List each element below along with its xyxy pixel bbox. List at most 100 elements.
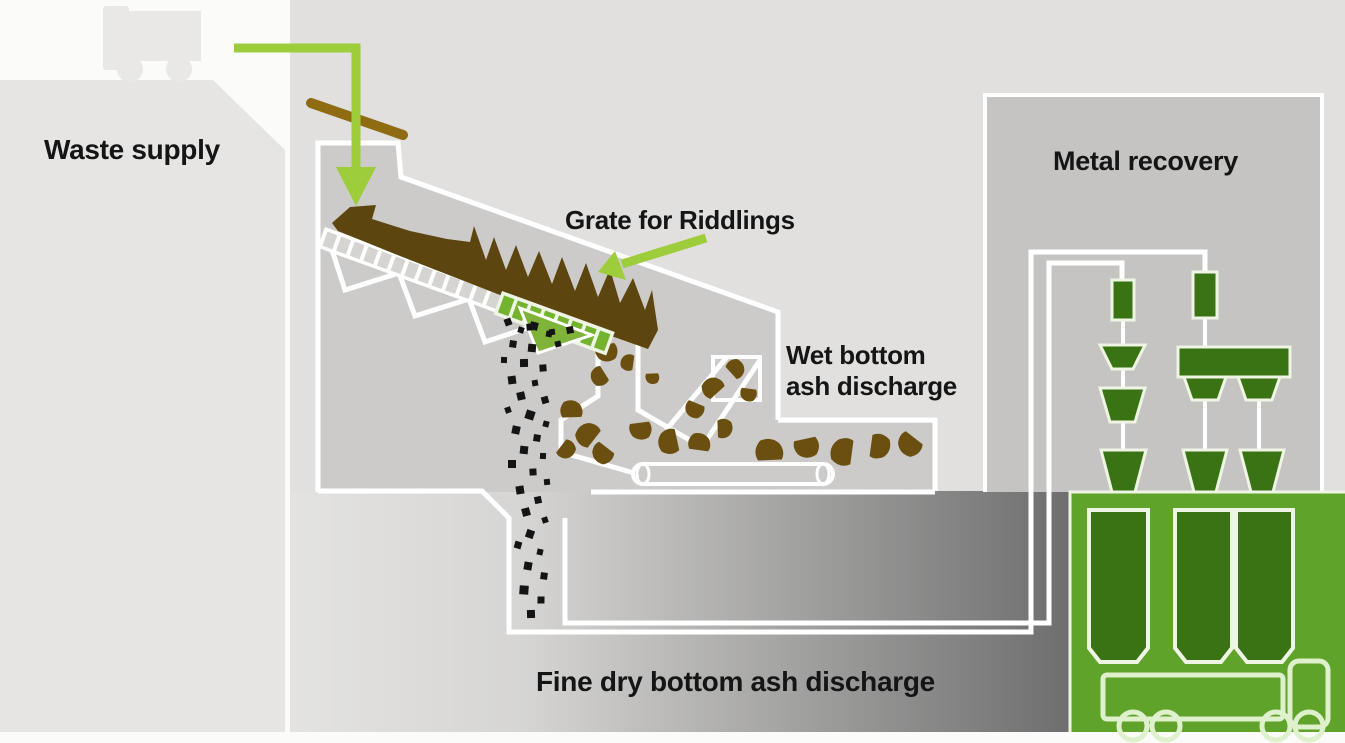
- riddlings-particle: [517, 326, 525, 334]
- silo-icon: [1087, 508, 1150, 664]
- grate-cell: [322, 231, 338, 250]
- riddlings-particle: [503, 317, 513, 327]
- riddlings-particle: [524, 528, 536, 540]
- waste-supply-label: Waste supply: [44, 134, 220, 165]
- riddlings-particle: [543, 478, 551, 486]
- riddlings-arrow-icon: [598, 233, 708, 280]
- fine-dry-discharge-label: Fine dry bottom ash discharge: [536, 666, 935, 697]
- riddlings-particle: [529, 468, 537, 476]
- riddlings-grate-cell: [593, 330, 611, 352]
- riddlings-particle: [541, 516, 549, 524]
- fine-ash-conveyor-gradient: [291, 491, 1070, 732]
- ash-chunk: [793, 436, 819, 458]
- ash-chunk: [620, 354, 635, 371]
- ash-chunk: [740, 387, 757, 402]
- ash-chunk: [869, 433, 891, 459]
- riddlings-particle: [509, 340, 517, 348]
- furnace-outline: [315, 140, 781, 492]
- ash-chunk: [725, 359, 745, 380]
- ash-chunk: [688, 432, 711, 452]
- fines-outer-outline: [318, 249, 1208, 635]
- riddlings-particle: [531, 379, 539, 387]
- bottom-strip: [0, 732, 1345, 743]
- hopper-zigzag: [326, 240, 540, 346]
- ash-chunk: [556, 439, 576, 459]
- riddlings-particle: [507, 375, 517, 385]
- ash-chunk: [685, 400, 705, 419]
- discharge-roller-icon: [631, 462, 835, 486]
- ash-chunk: [560, 400, 583, 418]
- riddlings-particle: [523, 561, 533, 571]
- silo-icon: [1173, 508, 1234, 664]
- riddlings-particle: [540, 572, 548, 580]
- riddlings-particle: [542, 420, 550, 428]
- riddlings-particle: [516, 391, 526, 401]
- riddlings-particle: [548, 328, 556, 336]
- riddlings-particle: [527, 343, 537, 353]
- ash-chunk: [658, 428, 680, 454]
- riddlings-particle: [508, 460, 516, 468]
- riddlings-particle: [500, 356, 508, 364]
- riddlings-particle: [515, 485, 525, 495]
- wet-bottom-ash-line1: Wet bottom: [786, 340, 926, 370]
- wet-bottom-ash-line2: ash discharge: [786, 371, 957, 401]
- ash-chunk: [645, 373, 660, 385]
- grate-cell: [349, 241, 365, 260]
- ash-chunk: [592, 441, 615, 465]
- ash-chunk: [898, 431, 923, 457]
- riddlings-particle: [539, 364, 547, 372]
- ash-chunk: [701, 377, 725, 399]
- riddlings-particles: [500, 317, 575, 619]
- silo-icon: [1234, 508, 1295, 664]
- riddlings-particle: [521, 507, 531, 517]
- riddlings-particle: [532, 433, 542, 443]
- waste-heap: [332, 205, 658, 349]
- grate-cell: [404, 261, 420, 280]
- silo-group: [1087, 508, 1295, 664]
- ash-chunk: [717, 418, 733, 439]
- ash-chunks: [556, 342, 923, 466]
- grate-cell: [376, 251, 392, 270]
- fines-inner-outline: [562, 260, 1125, 626]
- riddlings-particle: [565, 325, 575, 335]
- feed-arrow-icon: [234, 43, 376, 206]
- riddlings-particle: [526, 323, 534, 331]
- furnace-ledge-outline: [778, 417, 938, 491]
- ash-chunk: [575, 423, 601, 448]
- riddlings-particle: [526, 609, 536, 619]
- riddlings-particle: [537, 596, 545, 604]
- grate-cell: [336, 236, 352, 255]
- bunker-panel: [0, 80, 285, 732]
- ash-chunk: [629, 421, 652, 440]
- grate-cell: [431, 271, 447, 290]
- riddlings-particle: [504, 406, 512, 414]
- grate-cell: [363, 246, 379, 265]
- riddlings-particle: [513, 540, 523, 550]
- ash-chunk: [755, 438, 784, 461]
- riddlings-particle: [519, 445, 529, 455]
- riddlings-particle: [540, 395, 550, 405]
- grate-cell: [472, 286, 488, 304]
- riddlings-particle: [519, 358, 529, 368]
- transport-truck-icon: [1100, 658, 1331, 743]
- riddlings-particle: [511, 425, 521, 435]
- metal-recovery-panel: [985, 93, 1322, 492]
- riddlings-grate-cell: [497, 295, 515, 317]
- riddlings-particle: [536, 548, 544, 556]
- grate-for-riddlings-label: Grate for Riddlings: [565, 205, 795, 235]
- riddlings-particle: [524, 409, 536, 421]
- riddlings-particle: [539, 452, 547, 460]
- metal-recovery-panel-border: [983, 93, 1324, 492]
- waste-truck-icon: [103, 6, 201, 82]
- ash-chunk: [830, 438, 854, 466]
- riddlings-particle: [519, 585, 529, 595]
- grate-cell: [390, 256, 406, 275]
- grate-cell: [458, 281, 474, 299]
- grate-cell: [445, 276, 461, 294]
- riddlings-particle: [554, 340, 562, 348]
- metal-recovery-label: Metal recovery: [1053, 146, 1238, 176]
- grate-cell: [417, 266, 433, 285]
- riddlings-particle: [533, 495, 543, 505]
